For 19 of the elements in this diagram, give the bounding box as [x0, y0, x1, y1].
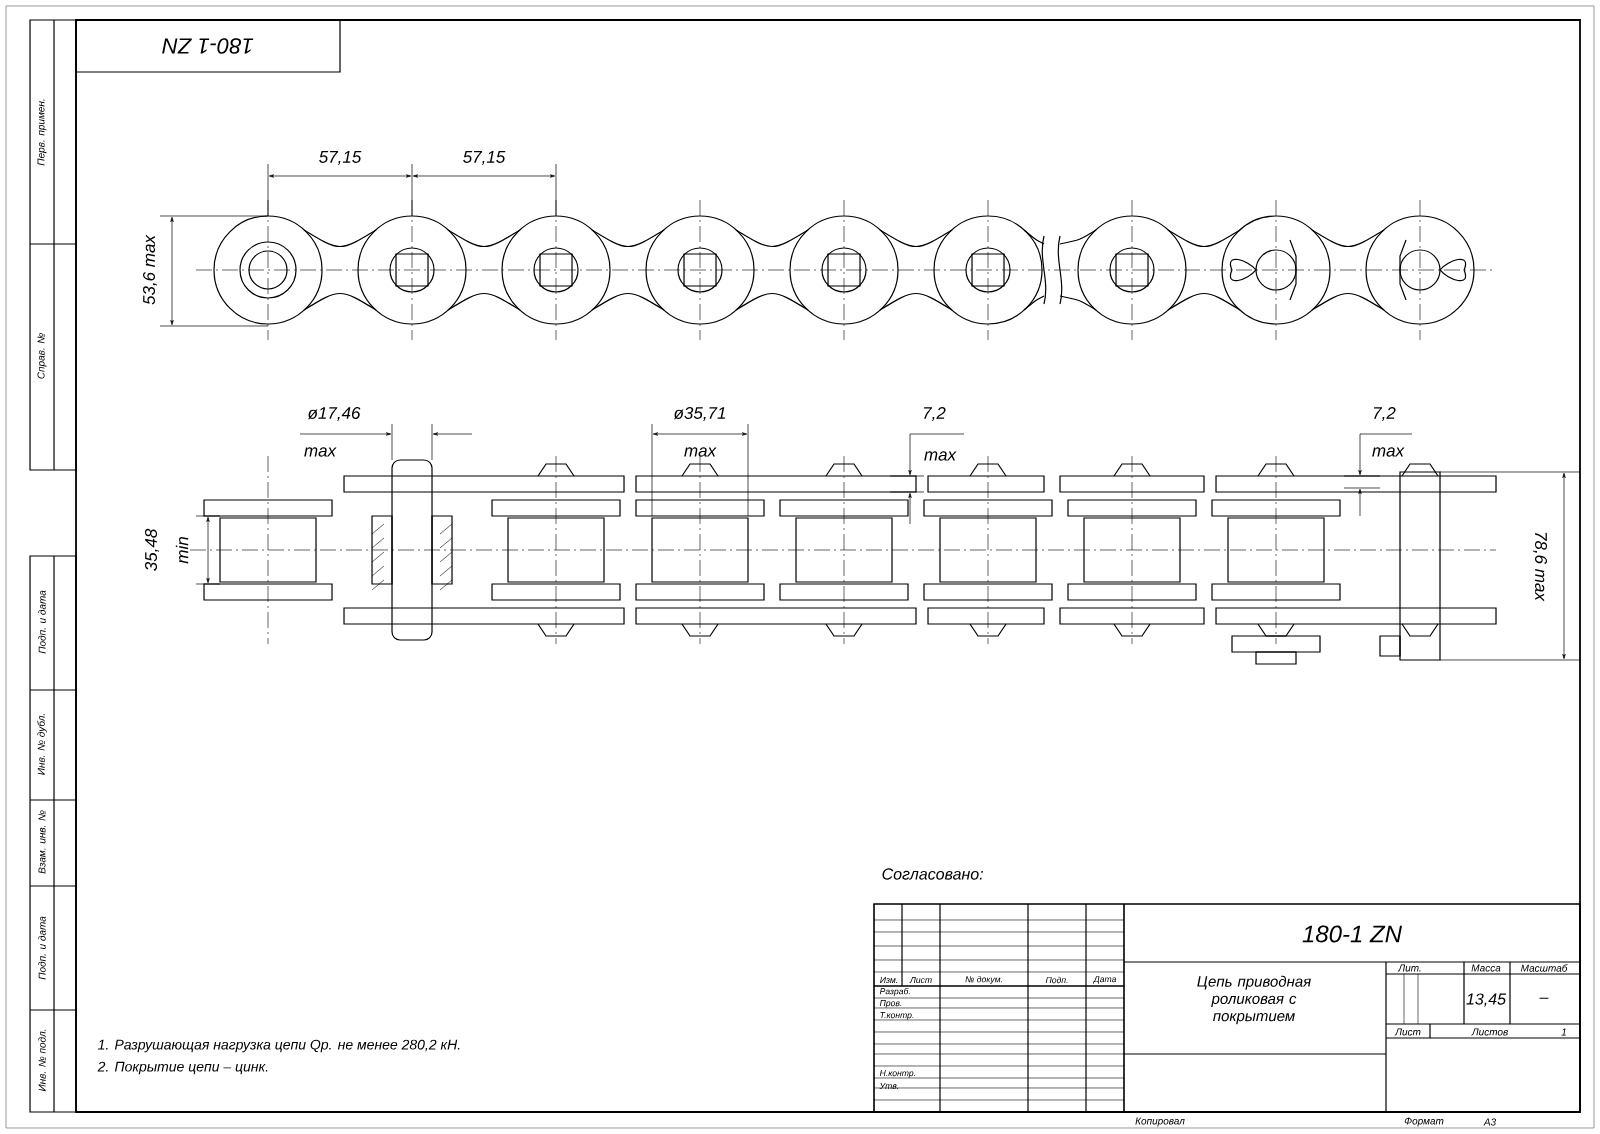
dimension-value: max	[304, 447, 337, 457]
dimension-value: 7,2	[923, 407, 946, 421]
dimension-value: 53,6 max	[143, 234, 158, 305]
dimension-value: max	[684, 447, 717, 457]
dimension-value: min	[175, 537, 189, 564]
mass-value: 13,45	[1466, 993, 1507, 1007]
approval-label: Согласовано:	[882, 868, 983, 880]
drawing-number: 180-1 ZN	[162, 38, 254, 54]
dimension-value: 35,48	[145, 528, 160, 571]
dimension-value: 57,15	[463, 151, 506, 165]
drawing-number: 180-1 ZN	[1302, 925, 1402, 943]
dimension-value: 78,6 max	[1533, 532, 1547, 602]
dimension-value: max	[1372, 447, 1405, 457]
dimension-value: ø17,46	[307, 407, 361, 421]
dimension-value: ø35,71	[673, 407, 726, 421]
scale-value: –	[1539, 997, 1549, 999]
dimension-value: 7,2	[1373, 407, 1396, 421]
dimension-value: 57,15	[319, 151, 362, 165]
dimension-value: max	[924, 451, 957, 461]
